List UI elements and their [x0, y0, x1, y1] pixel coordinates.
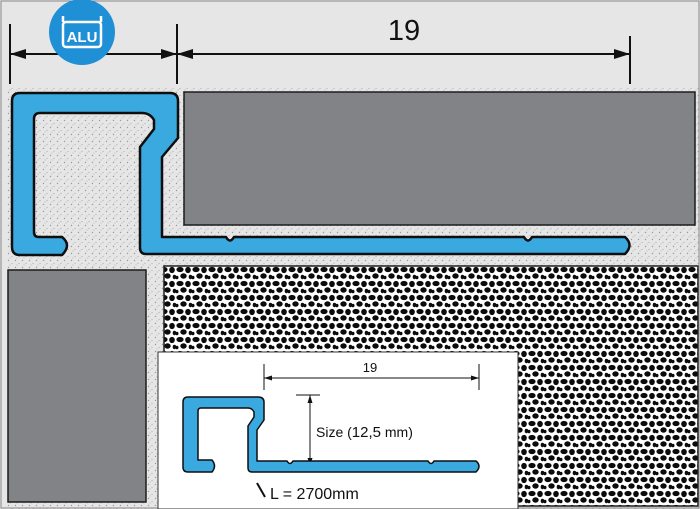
- aluminium-badge-icon: ALU: [49, 0, 115, 65]
- inset-aluminium-profile: [182, 396, 480, 473]
- lower-left-tile: [7, 269, 147, 503]
- upper-tile: [183, 91, 696, 226]
- inset-size-text: Size (12,5 mm): [316, 424, 413, 441]
- aluminium-profile: [10, 91, 631, 257]
- inset-width-value: 19: [363, 360, 377, 375]
- inset-length-label: L = 2700mm: [270, 486, 359, 503]
- main-dimension-value: 19: [388, 15, 420, 47]
- badge-label: ALU: [67, 29, 98, 46]
- inset-detail-panel: 19 Size (12,5 mm) L = 2700mm: [157, 351, 519, 509]
